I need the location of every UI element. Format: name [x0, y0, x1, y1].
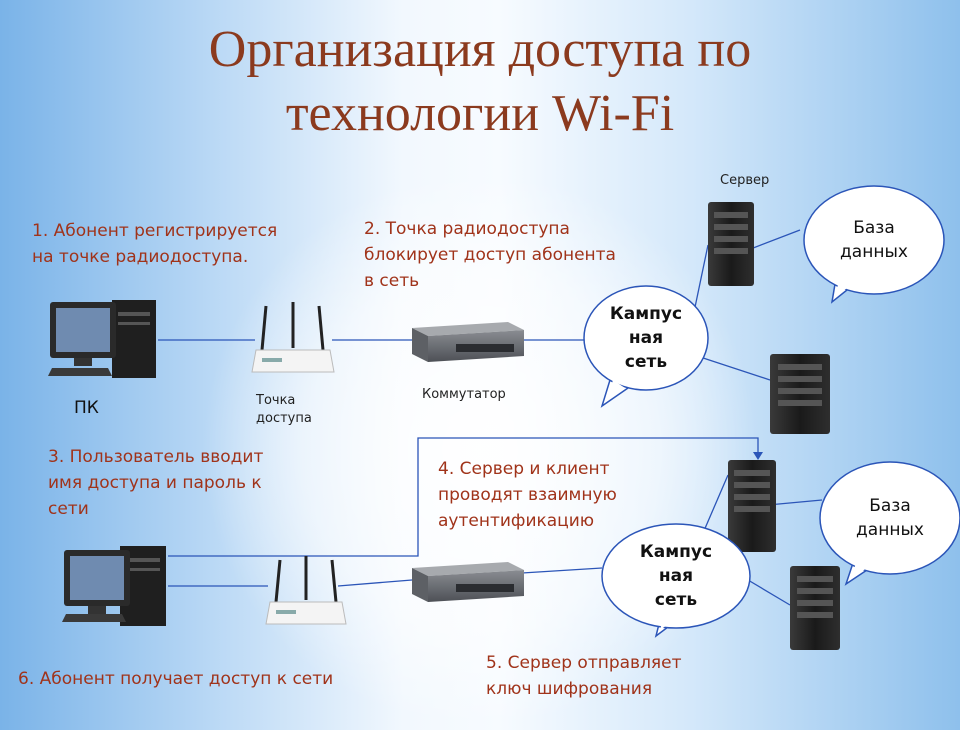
- campus-text-top-line-1: Кампус: [609, 304, 683, 324]
- campus-text-bottom-line-2: ная: [658, 566, 694, 586]
- server-icon-3: [728, 460, 776, 552]
- access-point-label: Точка доступа: [256, 392, 312, 428]
- title-line-1: Организация доступа по: [208, 21, 752, 78]
- step-1-text: 1. Абонент регистрируется на точке радио…: [32, 218, 277, 270]
- switch-icon-bottom: [412, 562, 524, 602]
- campus-text-bottom-line-3: сеть: [654, 590, 698, 610]
- step-2-line-1: 2. Точка радиодоступа: [364, 219, 570, 239]
- database-text-bottom-line-2: данных: [856, 520, 924, 540]
- step-2-text: 2. Точка радиодоступа блокирует доступ а…: [364, 216, 616, 294]
- step-1-line-2: на точке радиодоступа.: [32, 247, 249, 267]
- access-point-icon-top: [251, 302, 335, 373]
- step-3-text: 3. Пользователь вводит имя доступа и пар…: [48, 444, 263, 522]
- campus-bubble-top: [583, 285, 709, 408]
- server-icon-4: [790, 566, 840, 650]
- step-4-line-2: проводят взаимную: [438, 485, 617, 505]
- step-4-line-3: аутентификацию: [438, 511, 595, 531]
- page-title: Организация доступа по технологии Wi-Fi: [0, 18, 960, 146]
- campus-text-top-line-2: ная: [628, 328, 664, 348]
- database-text-top-line-2: данных: [840, 242, 908, 262]
- step-2-line-2: блокирует доступ абонента: [364, 245, 616, 265]
- step-5-line-1: 5. Сервер отправляет: [486, 653, 682, 673]
- database-text-bottom-line-1: База: [869, 496, 911, 516]
- campus-text-top: Кампус ная сеть: [586, 302, 706, 374]
- database-text-bottom: База данных: [820, 494, 960, 542]
- step-3-line-3: сети: [48, 499, 89, 519]
- campus-text-top-line-3: сеть: [624, 352, 668, 372]
- connections-top: [158, 229, 801, 381]
- server-icon-1: [708, 202, 754, 286]
- campus-text-bottom-line-1: Кампус: [639, 542, 713, 562]
- access-point-icon-bottom: [265, 556, 347, 625]
- switch-icon-top: [412, 322, 524, 362]
- step-5-line-2: ключ шифрования: [486, 679, 653, 699]
- step-4-text: 4. Сервер и клиент проводят взаимную аут…: [438, 456, 617, 534]
- step-1-line-1: 1. Абонент регистрируется: [32, 221, 278, 241]
- title-line-2: технологии Wi-Fi: [285, 85, 675, 142]
- campus-text-bottom: Кампус ная сеть: [616, 540, 736, 612]
- background-glow: [200, 170, 760, 730]
- pc-label: ПК: [74, 398, 99, 418]
- database-text-top: База данных: [804, 216, 944, 264]
- campus-bubble-bottom: [601, 523, 751, 638]
- access-point-label-line-2: доступа: [256, 411, 312, 426]
- database-text-top-line-1: База: [853, 218, 895, 238]
- step-5-text: 5. Сервер отправляет ключ шифрования: [486, 650, 682, 702]
- access-point-label-line-1: Точка: [256, 393, 296, 408]
- step-3-line-2: имя доступа и пароль к: [48, 473, 262, 493]
- database-bubble-bottom: [819, 461, 960, 586]
- step-4-line-1: 4. Сервер и клиент: [438, 459, 610, 479]
- pc-icon-top: [48, 300, 156, 378]
- step-2-line-3: в сеть: [364, 271, 420, 291]
- step-3-line-1: 3. Пользователь вводит: [48, 447, 264, 467]
- server-label: Сервер: [720, 173, 770, 188]
- server-icon-2: [770, 354, 830, 434]
- pc-icon-bottom: [62, 546, 166, 626]
- step-6-text: 6. Абонент получает доступ к сети: [18, 669, 334, 689]
- switch-label: Коммутатор: [422, 387, 506, 402]
- database-bubble-top: [803, 185, 945, 304]
